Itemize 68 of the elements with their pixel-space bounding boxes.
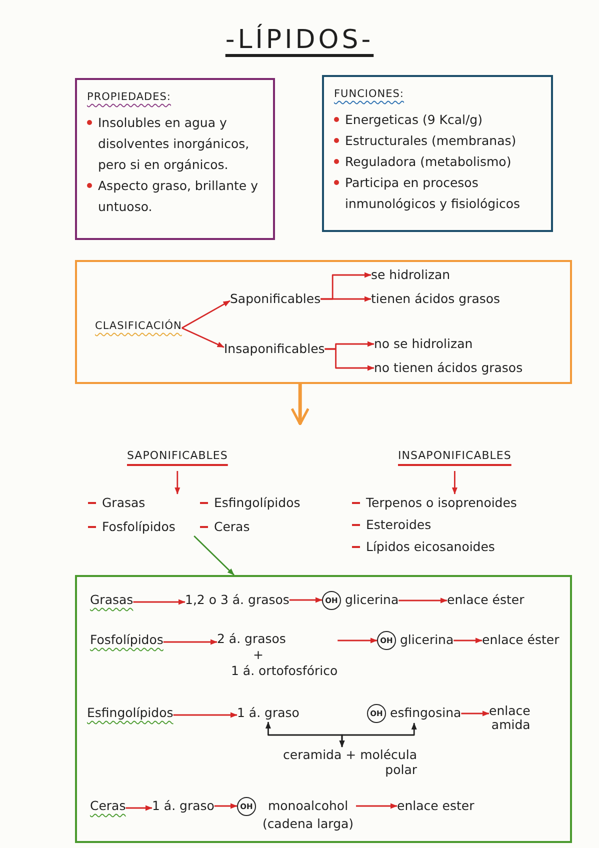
product-label: ceramida + molécula polar [267, 747, 417, 777]
component-label: glicerina [400, 631, 454, 649]
page-title: -LÍPIDOS- [225, 24, 374, 57]
branch-arrow [324, 348, 374, 371]
arrow [356, 803, 398, 809]
list-item: Terpenos o isoprenoides [366, 494, 517, 512]
arrow [461, 710, 490, 716]
arrow [289, 597, 322, 603]
property-text: tienen ácidos grasos [371, 290, 500, 308]
component-label: 1 á. graso [237, 704, 300, 722]
bullet-text: Estructurales (membranas) [345, 132, 516, 150]
list-item: Ceras [214, 518, 250, 536]
list-item: Esfingolípidos [214, 494, 300, 512]
bullet-text: Participa en procesos inmunológicos y fisiológicos [345, 174, 522, 213]
arrow [398, 598, 448, 604]
list-item: Grasas [102, 494, 146, 512]
bullet-text: Reguladora (metabolismo) [345, 153, 512, 171]
plus-sign: + [253, 647, 264, 663]
component-label: 1 á. ortofosfórico [231, 663, 338, 679]
bracket-arrow [339, 722, 417, 748]
bullet-text: Aspecto graso, brillante y untuoso. [98, 177, 259, 216]
component-label: 2 á. grasos [217, 631, 286, 647]
branch-arrow [320, 296, 372, 302]
component-label: esfingosina [390, 704, 462, 722]
list-item: Fosfolípidos [102, 518, 176, 536]
arrow [454, 638, 482, 644]
section-heading: CLASIFICACIÓN [95, 317, 182, 339]
arrow [338, 638, 378, 644]
bullet-text: Insolubles en agua y disolventes inorgánicos, pero si en orgánicos. [98, 114, 250, 174]
arrow [133, 599, 186, 605]
bond-label: enlace amida [489, 704, 530, 732]
arrow [452, 471, 458, 494]
lipid-name: Grasas [90, 591, 134, 613]
column-heading: SAPONIFICABLES [127, 447, 228, 471]
bordered-panel [75, 260, 572, 384]
category-label: Insaponificables [224, 340, 325, 358]
property-text: no se hidrolizan [374, 335, 473, 353]
component-label: 1,2 o 3 á. grasos [185, 591, 290, 609]
list-item: Esteroides [366, 516, 432, 534]
bond-label: enlace éster [482, 631, 560, 649]
block-arrow [290, 384, 310, 426]
bullet-text: Energeticas (9 Kcal/g) [345, 111, 482, 129]
arrow [173, 712, 238, 718]
component-label: glicerina [345, 591, 399, 609]
arrow [182, 327, 224, 348]
arrow [126, 805, 152, 811]
note-card [322, 75, 553, 232]
component-label: 1 á. graso [152, 797, 214, 815]
bond-label: enlace éster [447, 591, 524, 609]
category-label: Saponificables [230, 290, 321, 308]
property-text: se hidrolizan [371, 266, 450, 284]
section-heading: FUNCIONES: [334, 87, 404, 102]
arrow [174, 471, 180, 494]
arrow [214, 803, 238, 809]
lipid-name: Fosfolípidos [90, 631, 164, 653]
arrow [182, 300, 230, 329]
note-card [75, 78, 275, 240]
bordered-panel [75, 575, 572, 843]
bond-label: enlace ester [397, 797, 474, 815]
lipid-name: Ceras [90, 797, 126, 819]
list-item: Lípidos eicosanoides [366, 538, 495, 556]
arrow [194, 536, 234, 576]
section-heading: PROPIEDADES: [87, 90, 171, 105]
arrow [163, 639, 218, 645]
column-heading: INSAPONIFICABLES [398, 447, 512, 471]
property-text: no tienen ácidos grasos [374, 359, 523, 377]
lipid-name: Esfingolípidos [87, 704, 174, 726]
component-label: monoalcohol (cadena larga) [261, 797, 355, 833]
